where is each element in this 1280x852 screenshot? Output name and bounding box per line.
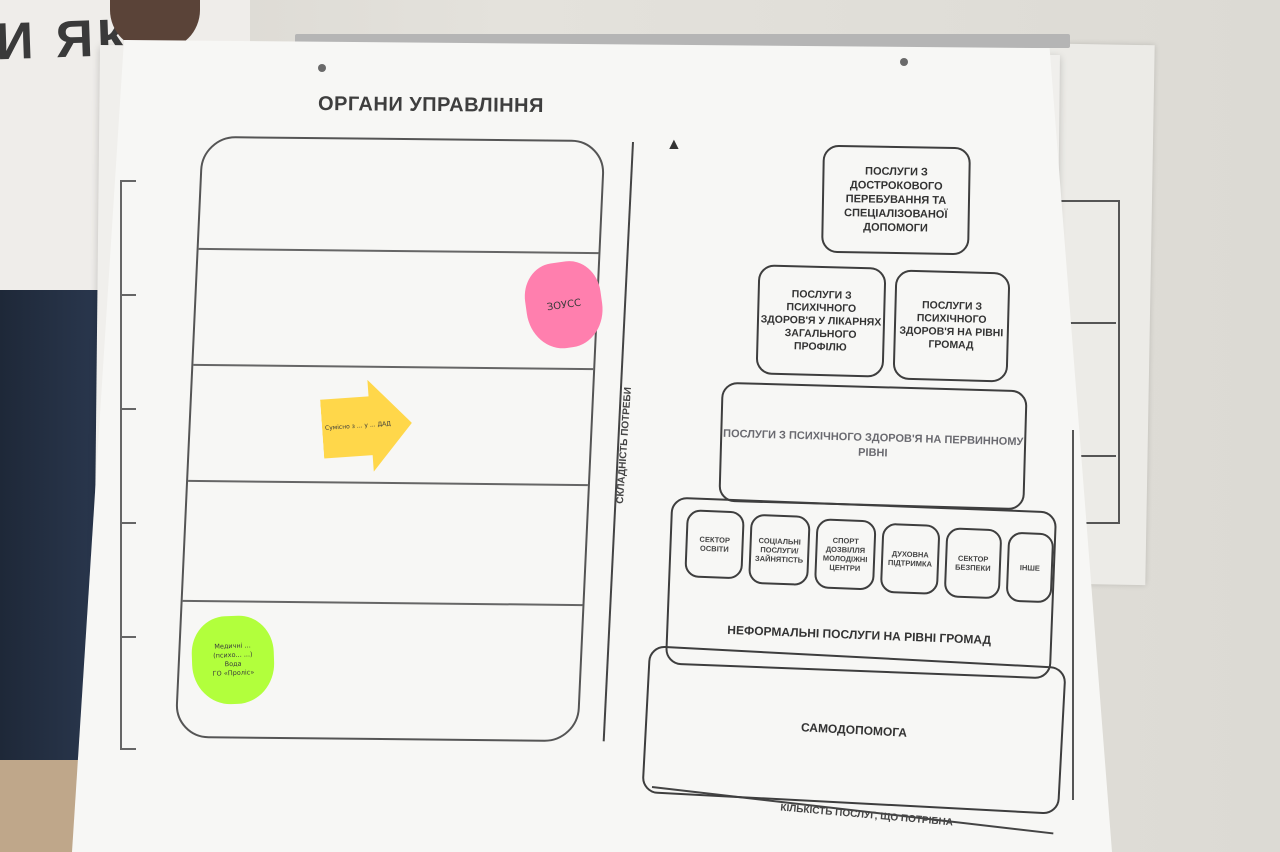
back-sheet-frame <box>1060 200 1120 524</box>
left-frame <box>120 180 152 750</box>
sector-social-services: СОЦІАЛЬНІ ПОСЛУГИ/ ЗАЙНЯТІСТЬ <box>748 513 811 586</box>
flipchart-sheet <box>72 40 1112 852</box>
sector-other: ІНШЕ <box>1005 531 1055 604</box>
page-title: ОРГАНИ УПРАВЛІННЯ <box>317 93 545 117</box>
back-sheet-line <box>1060 322 1116 324</box>
box-primary-level: ПОСЛУГИ З ПСИХІЧНОГО ЗДОРОВ'Я НА ПЕРВИНН… <box>718 381 1028 511</box>
right-edge-line <box>1072 430 1074 800</box>
box-general-hospitals: ПОСЛУГИ З ПСИХІЧНОГО ЗДОРОВ'Я У ЛІКАРНЯХ… <box>755 264 887 378</box>
y-axis-arrow-icon: ▲ <box>666 136 682 153</box>
box-community-level: ПОСЛУГИ З ПСИХІЧНОГО ЗДОРОВ'Я НА РІВНІ Г… <box>892 269 1011 383</box>
sector-sport-leisure: СПОРТ ДОЗВІЛЛЯ МОЛОДІЖНІ ЦЕНТРИ <box>813 518 877 591</box>
table-row-divider <box>193 363 594 371</box>
back-sheet-line <box>1060 455 1116 457</box>
sector-security: СЕКТОР БЕЗПЕКИ <box>943 527 1003 600</box>
table-row-divider <box>188 479 588 487</box>
sticky-note-yellow-text: Сумісно з ... у ... ДАД <box>324 420 392 432</box>
sticky-note-green: Медичні ... (психо... ...) Вода ГО «Прол… <box>190 614 276 706</box>
informal-services-label: НЕФОРМАЛЬНІ ПОСЛУГИ НА РІВНІ ГРОМАД <box>727 622 992 648</box>
sector-education: СЕКТОР ОСВІТИ <box>684 509 745 580</box>
table-row-divider <box>182 599 583 607</box>
sector-spiritual-support: ДУХОВНА ПІДТРИМКА <box>879 522 941 595</box>
table-row-divider <box>198 247 599 255</box>
box-specialized-care: ПОСЛУГИ З ДОСТРОКОВОГО ПЕРЕБУВАННЯ ТА СП… <box>821 144 971 256</box>
box-self-help: САМОДОПОМОГА <box>641 645 1067 815</box>
pin-hole <box>318 64 326 72</box>
sticky-note-green-line: ГО «Проліс» <box>212 668 255 678</box>
pin-hole <box>900 58 908 66</box>
